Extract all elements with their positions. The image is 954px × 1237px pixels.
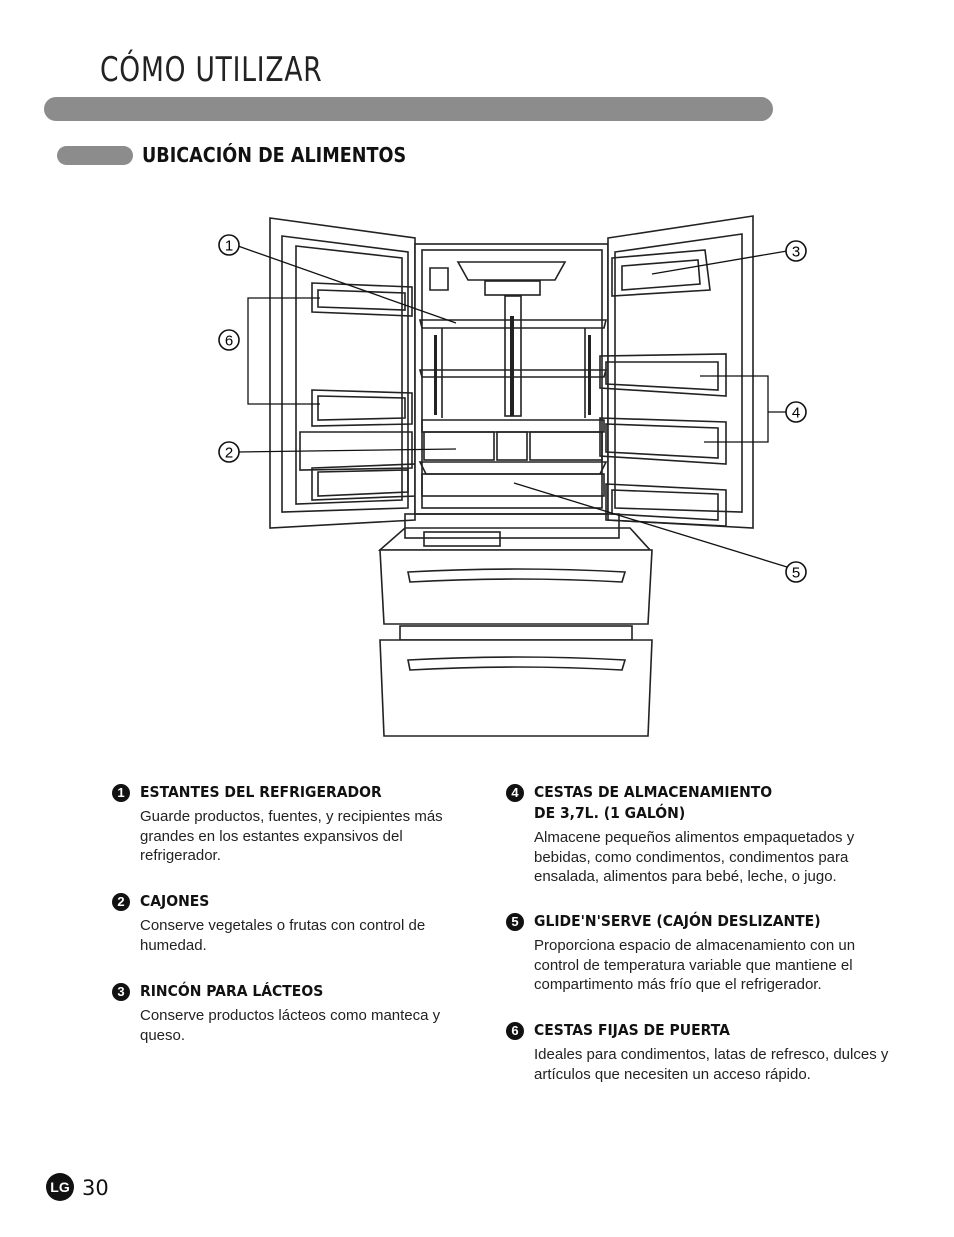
item-title: CESTAS FIJAS DE PUERTA [534,1021,730,1039]
page-title: CÓMO UTILIZAR [100,50,323,90]
item-title: ESTANTES DEL REFRIGERADOR [140,783,382,801]
item-body: Guarde productos, fuentes, y recipientes… [140,808,443,864]
item-body: Conserve productos lácteos como manteca … [140,1007,441,1044]
callout-2: 2 [218,441,240,463]
item-title: CESTAS DE ALMACENAMIENTO [534,783,773,801]
item-number: 1 [112,784,130,802]
item-body: Almacene pequeños alimentos empaquetados… [534,829,855,885]
item-title: RINCÓN PARA LÁCTEOS [140,982,324,1000]
svg-text:1: 1 [225,238,233,255]
item-title-line2: DE 3,7L. (1 GALÓN) [534,804,686,822]
title-bar [44,97,773,121]
section-title: UBICACIÓN DE ALIMENTOS [142,143,407,167]
svg-text:2: 2 [225,445,233,462]
callout-3: 3 [785,240,807,262]
svg-text:6: 6 [225,333,233,350]
callout-1: 1 [218,234,240,256]
callout-5: 5 [785,561,807,583]
page-number: 30 [82,1176,109,1200]
item-number: 6 [506,1022,524,1040]
item-number: 5 [506,913,524,931]
item-body: Proporciona espacio de almacenamiento co… [534,937,856,993]
callout-4: 4 [785,401,807,423]
item-body: Ideales para condimentos, latas de refre… [534,1046,889,1083]
svg-text:5: 5 [792,565,800,582]
item-number: 2 [112,893,130,911]
section-pill [57,146,133,165]
item-title: CAJONES [140,892,210,910]
item-body: Conserve vegetales o frutas con control … [140,917,426,954]
item-number: 4 [506,784,524,802]
svg-text:4: 4 [792,405,800,422]
item-title: GLIDE'N'SERVE (CAJÓN DESLIZANTE) [534,912,821,930]
callout-6: 6 [218,329,240,351]
svg-text:3: 3 [792,244,800,261]
item-number: 3 [112,983,130,1001]
refrigerator-diagram: 1 2 3 4 5 6 [218,215,807,737]
lg-logo: LG [46,1173,74,1201]
